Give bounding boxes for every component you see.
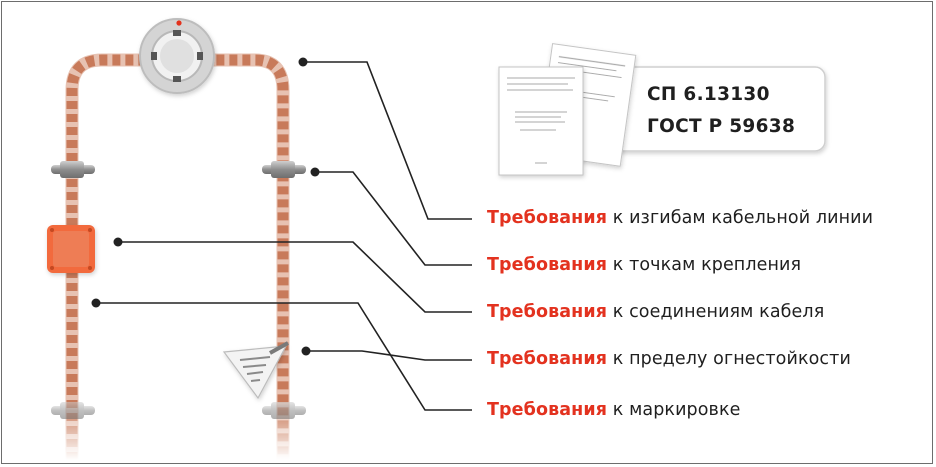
requirement-marking: Требования к маркировке xyxy=(487,399,741,421)
requirement-keyword: Требования xyxy=(487,349,608,369)
fire-resistant-cable-line xyxy=(65,53,290,460)
requirement-text: к маркировке xyxy=(612,400,741,420)
mounting-clamp-icon xyxy=(262,402,306,419)
mounting-clamp-icon xyxy=(51,402,95,419)
requirement-text: к соединениям кабеля xyxy=(612,302,825,322)
requirement-bends: Требования к изгибам кабельной линии xyxy=(487,207,873,229)
fire-detector-icon xyxy=(139,18,215,94)
requirement-keyword: Требования xyxy=(487,400,608,420)
requirement-mounting-points: Требования к точкам крепления xyxy=(487,254,801,276)
requirement-keyword: Требования xyxy=(487,208,608,228)
leader-line-bends xyxy=(303,61,472,220)
mounting-clamp-icon xyxy=(51,161,95,178)
leader-line-joints xyxy=(118,241,472,313)
requirement-keyword: Требования xyxy=(487,255,608,275)
mounting-clamp-icon xyxy=(262,161,306,178)
document-pages-icon xyxy=(498,43,637,176)
leader-lines xyxy=(96,61,472,411)
standard-gost: ГОСТ Р 59638 xyxy=(647,116,796,137)
leader-dots xyxy=(91,57,320,356)
leader-line-fire-resistance xyxy=(306,350,472,361)
requirement-text: к пределу огнестойкости xyxy=(612,349,851,369)
requirement-keyword: Требования xyxy=(487,302,608,322)
requirement-fire-resistance: Требования к пределу огнестойкости xyxy=(487,348,851,370)
requirement-text: к точкам крепления xyxy=(612,255,802,275)
junction-box-icon xyxy=(47,225,95,273)
leader-line-marking xyxy=(96,302,472,411)
standards-card xyxy=(609,66,826,152)
marking-tag-icon xyxy=(222,341,289,400)
standard-sp: СП 6.13130 xyxy=(647,84,770,105)
requirement-joints: Требования к соединениям кабеля xyxy=(487,301,824,323)
leader-line-mounting xyxy=(315,171,472,266)
requirement-text: к изгибам кабельной линии xyxy=(612,208,874,228)
